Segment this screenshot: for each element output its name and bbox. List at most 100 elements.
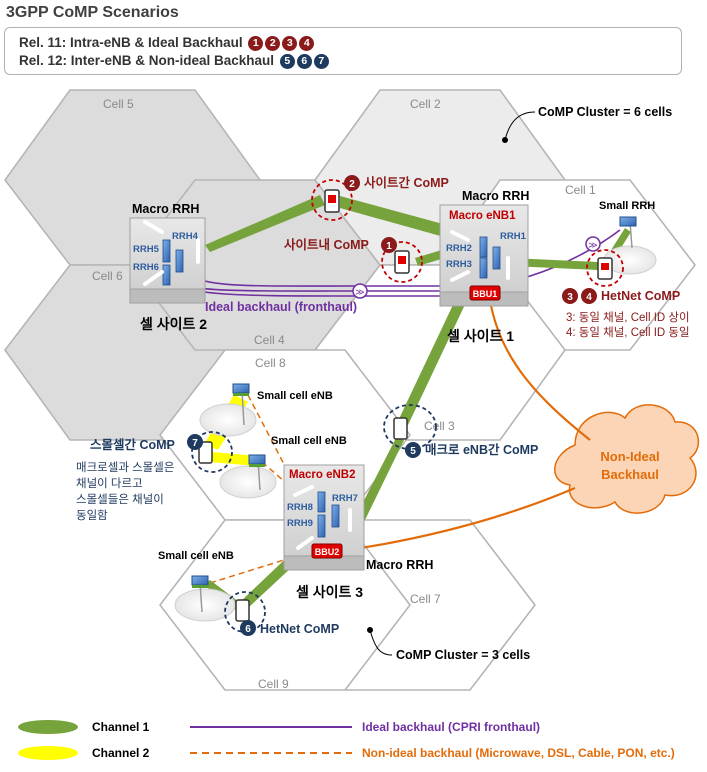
scenario-7-note-2: 채널이 다르고	[76, 477, 143, 490]
rrh2-unit	[479, 236, 488, 258]
small-cell-coverage-top	[199, 403, 257, 437]
scenario-6-badge: 6	[245, 624, 251, 635]
small-rrh-arrow-glyph: ≫	[588, 240, 597, 250]
small-enb-to-bbu2-link	[209, 554, 301, 584]
cell-3-label: Cell 3	[424, 419, 455, 433]
scenario-3-note: 3: 동일 채널, Cell ID 상이	[566, 310, 690, 324]
legend-channel-2-label: Channel 2	[92, 746, 150, 760]
legend-channel-1-label: Channel 1	[92, 720, 150, 734]
beam-small-enb-mid-to-ue7	[210, 452, 258, 466]
ue-5-phone-icon	[393, 417, 408, 440]
scenario-7-note-3: 스몰셀들은 채널이	[76, 493, 164, 506]
small-cell-enb-mid: Small cell eNB	[248, 435, 347, 491]
rrh5-unit	[175, 249, 184, 273]
small-cell-enb-bottom: Small cell eNB	[158, 550, 234, 613]
non-ideal-backhaul-links	[334, 299, 591, 554]
rrh6-unit	[162, 264, 171, 286]
cell-1-label: Cell 1	[565, 183, 596, 197]
site-2-macro-rrh-label: Macro RRH	[132, 202, 199, 216]
legend-nonideal-label: Non-ideal backhaul (Microwave, DSL, Cabl…	[362, 746, 675, 760]
rrh7-label: RRH7	[332, 493, 358, 504]
scenario-badge-3: 3	[282, 35, 298, 51]
scenario-5-label: 매크로 eNB간 CoMP	[425, 442, 538, 457]
small-cell-enb-mid-label: Small cell eNB	[271, 435, 347, 447]
small-rrh-unit	[619, 216, 637, 227]
cell-7-label: Cell 7	[410, 592, 441, 606]
small-cell-enb-mid-unit	[248, 454, 266, 465]
ue-scenario-2: 2 사이트간 CoMP	[311, 175, 449, 221]
site-2-base	[129, 288, 206, 304]
small-rrh-label: Small RRH	[599, 200, 655, 212]
bbu1-box	[469, 285, 501, 301]
small-cell-coverage-mid	[219, 465, 277, 499]
bbu1-label: BBU1	[473, 289, 498, 299]
scenario-badge-6: 6	[296, 53, 312, 69]
scenario-2-label: 사이트간 CoMP	[364, 175, 449, 190]
rrh2-label: RRH2	[446, 243, 472, 254]
rrh7-unit	[331, 504, 340, 528]
site-2-antenna-1	[143, 220, 164, 234]
rrh6-label: RRH6	[133, 262, 159, 273]
site-2-antenna-3	[143, 270, 164, 286]
site-2-label: 셀 사이트 2	[140, 316, 207, 332]
non-ideal-backhaul-cloud: Non-Ideal Backhaul	[554, 404, 700, 514]
bbu2-label: BBU2	[315, 547, 340, 557]
rrh5-label: RRH5	[133, 244, 160, 255]
small-cell-enb-top: Small cell eNB	[232, 383, 333, 426]
ue-scenario-6: 6 HetNet CoMP	[224, 591, 339, 636]
ue-7-phone-icon	[198, 441, 213, 464]
site-2: RRH4 RRH5 RRH6 Macro RRH 셀 사이트 2	[129, 202, 207, 332]
ue-scenario-1: 1 사이트내 CoMP	[284, 237, 423, 283]
site-3-label: 셀 사이트 3	[296, 584, 363, 600]
cell-8-label: Cell 8	[255, 356, 286, 370]
small-cell-coverage-bottom	[174, 588, 236, 622]
scenario-7-note-4: 동일함	[76, 508, 108, 522]
fronthaul-link-icon	[352, 283, 368, 299]
bbu2-box	[311, 543, 343, 559]
fronthaul-arrow-glyph: ≫	[355, 287, 364, 297]
page-title: 3GPP CoMP Scenarios	[6, 4, 179, 21]
small-rrh: Small RRH	[599, 200, 655, 249]
rrh8-label: RRH8	[287, 502, 313, 513]
rrh1-label: RRH1	[500, 231, 527, 242]
scenario-34-label: HetNet CoMP	[601, 289, 680, 303]
cell-2-label: Cell 2	[410, 97, 441, 111]
scenario-badge-1: 1	[248, 35, 264, 51]
release-11-label: Rel. 11: Intra-eNB & Ideal Backhaul	[19, 35, 243, 50]
scenario-7-note-1: 매크로셀과 스몰셀은	[76, 461, 174, 474]
legend: Channel 1 Channel 2 Ideal backhaul (CPRI…	[18, 720, 675, 760]
site-1-antenna-2	[450, 230, 470, 242]
scenario-4-badge: 4	[586, 292, 592, 303]
scenario-7-badge: 7	[192, 438, 198, 449]
scenario-4-note: 4: 동일 채널, Cell ID 동일	[566, 325, 690, 339]
cluster-3-label: CoMP Cluster = 3 cells	[396, 648, 530, 662]
rrh1-unit	[492, 246, 501, 270]
site-1: RRH1 RRH2 RRH3 Macro eNB1 BBU1 Macro RRH…	[439, 189, 529, 344]
legend-channel-1-swatch	[18, 720, 78, 734]
scenario-1-badge: 1	[386, 241, 392, 252]
site-1-label: 셀 사이트 1	[447, 328, 514, 344]
small-cell-enb-top-label: Small cell eNB	[257, 390, 333, 402]
scenario-7-label: 스몰셀간 CoMP	[90, 437, 175, 452]
cell-5-label: Cell 5	[103, 97, 134, 111]
scenario-3-badge: 3	[567, 292, 573, 303]
scenario-badge-4: 4	[299, 35, 315, 51]
site-3: RRH7 RRH8 RRH9 Macro eNB2 BBU2 Macro RRH…	[283, 464, 433, 600]
scenario-badge-5: 5	[279, 53, 295, 69]
scenario-1-label: 사이트내 CoMP	[284, 237, 369, 252]
legend-channel-2-swatch	[18, 746, 78, 760]
rrh3-label: RRH3	[446, 259, 472, 270]
scenario-2-badge: 2	[349, 179, 355, 190]
ideal-backhaul-label: Ideal backhaul (fronthaul)	[205, 300, 357, 314]
bbu2-to-cloud-link	[334, 486, 576, 554]
ue-scenario-7: 7 스몰셀간 CoMP 매크로셀과 스몰셀은 채널이 다르고 스몰셀들은 채널이…	[76, 431, 233, 522]
site-3-antenna-3	[296, 536, 314, 550]
scenario-5-badge: 5	[410, 446, 416, 457]
ue-6-phone-icon	[235, 599, 250, 622]
rrh8-unit	[317, 491, 326, 513]
cluster-6-callout: CoMP Cluster = 6 cells	[502, 105, 672, 143]
rrh4-label: RRH4	[172, 231, 199, 242]
small-cell-enb-bottom-unit	[191, 575, 209, 586]
